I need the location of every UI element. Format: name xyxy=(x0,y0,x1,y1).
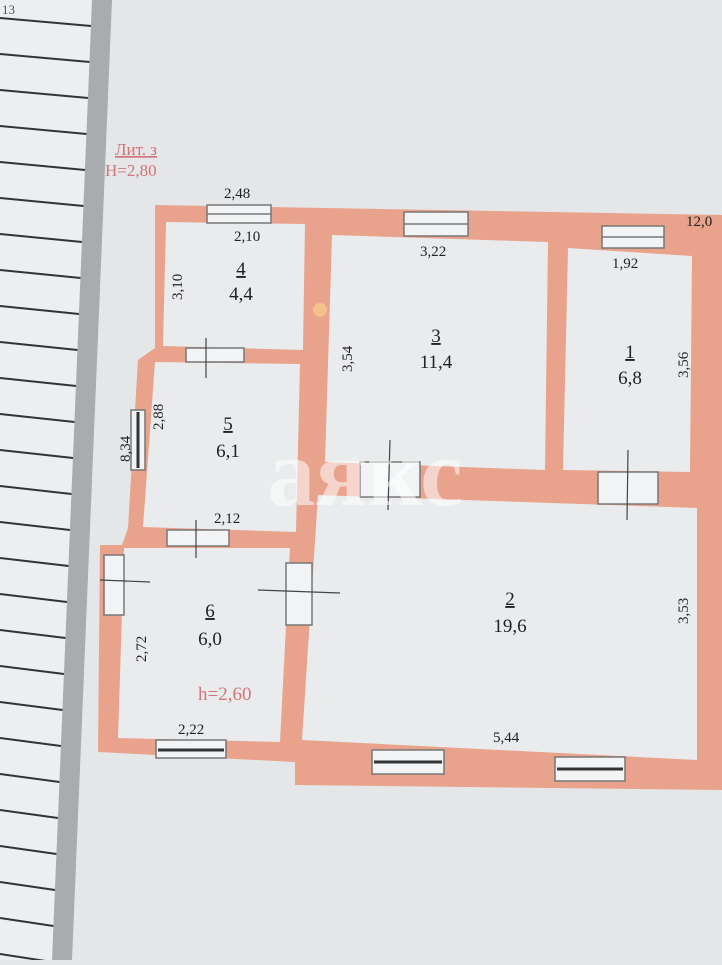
ruled-line xyxy=(0,521,71,531)
dim-label: 3,53 xyxy=(676,598,692,624)
room-number: 6 xyxy=(205,601,215,622)
room-number: 2 xyxy=(505,589,515,610)
dim-label: 2,72 xyxy=(134,636,150,662)
ruled-line xyxy=(0,269,81,279)
ruled-line xyxy=(0,449,74,459)
ruled-line xyxy=(0,737,62,747)
openings xyxy=(103,204,665,782)
room-2 xyxy=(302,495,697,760)
marker-dot xyxy=(313,303,327,317)
ruled-line xyxy=(0,17,92,27)
dim-label: 5,44 xyxy=(493,730,520,746)
door-marks xyxy=(99,338,629,594)
ruled-line xyxy=(0,845,57,855)
notebook-spine xyxy=(52,0,112,960)
dim-label: 3,54 xyxy=(340,345,356,372)
dim-label: 2,88 xyxy=(151,404,167,430)
ruled-line xyxy=(0,233,83,243)
room-number: 3 xyxy=(431,326,441,347)
room-4 xyxy=(163,222,305,350)
room-area: 6,8 xyxy=(618,368,642,389)
ruled-line xyxy=(0,197,84,207)
ruled-line xyxy=(0,377,77,387)
room-3 xyxy=(325,235,548,470)
ruled-line xyxy=(0,161,86,171)
sub-height-label: h=2,60 xyxy=(198,684,251,705)
ruled-line xyxy=(0,557,69,567)
room-area: 19,6 xyxy=(493,616,526,637)
ruled-line xyxy=(0,629,66,639)
height-label: H=2,80 xyxy=(105,161,157,180)
room-number: 4 xyxy=(236,259,246,280)
room-area: 11,4 xyxy=(420,352,453,373)
room-5 xyxy=(143,362,300,532)
page-number: 13 xyxy=(2,2,15,17)
ruled-line xyxy=(0,881,56,891)
room-6 xyxy=(118,548,290,742)
ruled-line xyxy=(0,485,72,495)
ruled-line xyxy=(0,413,75,423)
dim-label: 12,0 xyxy=(686,214,712,230)
dim-label: 8,34 xyxy=(118,435,134,462)
ruled-line xyxy=(0,701,63,711)
rooms xyxy=(118,222,697,760)
dim-label: 1,92 xyxy=(612,256,638,272)
ruled-line xyxy=(0,773,60,783)
dim-label: 2,22 xyxy=(178,722,204,738)
room-area: 6,1 xyxy=(216,441,240,462)
room-labels: 1 6,8 2 19,6 3 11,4 4 4,4 5 6,1 6 6,0 xyxy=(198,259,642,650)
ruled-line xyxy=(0,341,78,351)
room-number: 5 xyxy=(223,414,233,435)
ruled-line xyxy=(0,89,89,99)
room-1 xyxy=(563,248,692,472)
dim-label: 3,22 xyxy=(420,244,446,260)
dim-label: 2,48 xyxy=(224,186,250,202)
ruled-line xyxy=(0,917,54,927)
ruled-line xyxy=(0,809,59,819)
dim-label: 3,56 xyxy=(676,351,692,378)
dim-label: 3,10 xyxy=(170,274,186,300)
ruled-line xyxy=(0,305,80,315)
room-area: 4,4 xyxy=(229,284,253,305)
room-number: 1 xyxy=(625,342,635,363)
watermark-logo: аякс xyxy=(267,419,462,526)
ruled-line xyxy=(0,125,87,135)
dimensions: 2,48 2,10 3,22 1,92 12,0 2,12 2,22 5,44 … xyxy=(118,186,712,746)
notebook-page: 13 xyxy=(0,0,112,963)
room-area: 6,0 xyxy=(198,629,222,650)
ruled-line xyxy=(0,53,90,63)
dim-label: 2,12 xyxy=(214,511,240,527)
ruled-line xyxy=(0,665,65,675)
ruled-line xyxy=(0,593,68,603)
dim-label: 2,10 xyxy=(234,229,260,245)
litera-label: Лит. з xyxy=(115,140,157,159)
